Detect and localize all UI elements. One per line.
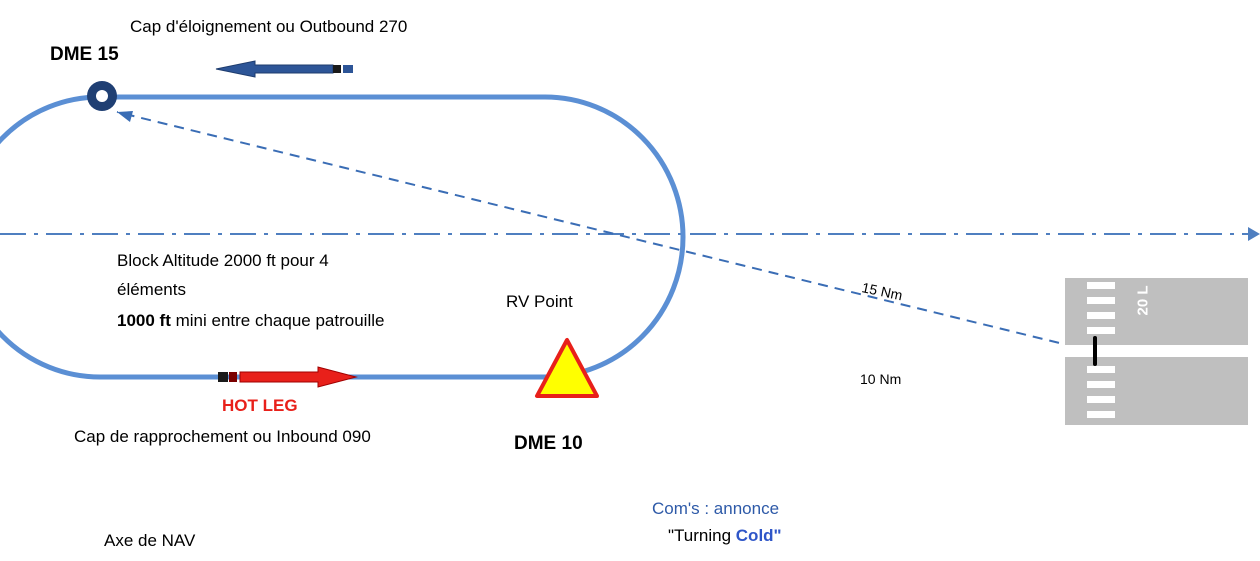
block-altitude-line1: Block Altitude 2000 ft pour 4 [117,251,329,270]
dashed-arrowhead [117,111,133,122]
runway-designator: 20 L [1134,285,1152,316]
com-announcement-line1: Com's : annonce [652,499,780,518]
block-altitude-line3: 1000 ft mini entre chaque patrouille [117,312,384,329]
outbound-heading-label: Cap d'éloignement ou Outbound 270 [130,17,408,36]
hot-leg-label: HOT LEG [222,396,298,415]
dme10-label: DME 10 [514,433,583,454]
nav-axis-arrowhead [1248,227,1260,241]
separation-value: 1000 ft [117,311,171,330]
runway-20l [1065,278,1248,425]
arrow-right-icon [218,366,358,388]
distance-dashed-line [116,111,1093,352]
distance-10nm-label: 10 Nm [860,371,902,387]
warning-triangle-icon [535,338,599,398]
holding-racetrack [0,94,686,380]
inbound-heading-label: Cap de rapprochement ou Inbound 090 [74,427,371,446]
cold-text: Cold" [735,526,782,545]
com-announcement-line2: "Turning Cold" [668,527,782,544]
arrow-left-icon [215,60,353,78]
turning-text: "Turning [668,526,736,545]
nav-axis-label: Axe de NAV [104,531,196,550]
separation-text: mini entre chaque patrouille [170,311,385,330]
ring-beacon-icon [87,81,117,111]
dme15-label: DME 15 [50,44,119,65]
block-altitude-line2: éléments [117,280,186,299]
rv-point-label: RV Point [506,292,573,311]
